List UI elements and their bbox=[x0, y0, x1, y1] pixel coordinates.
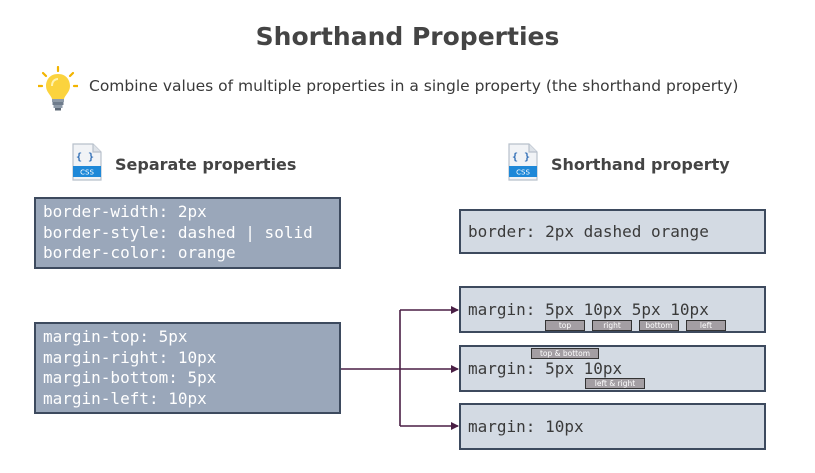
css-braces: { } bbox=[76, 152, 94, 163]
tag-left-and-right: left & right bbox=[585, 378, 645, 389]
tag-right: right bbox=[592, 320, 632, 331]
separate-border-box: border-width: 2px border-style: dashed |… bbox=[34, 197, 341, 269]
separate-heading: Separate properties bbox=[115, 155, 297, 174]
page-title: Shorthand Properties bbox=[255, 22, 560, 51]
css-label: CSS bbox=[516, 169, 530, 177]
margin-one-value-box: margin: 10px bbox=[459, 403, 766, 450]
css-file-icon: { } CSS bbox=[508, 143, 538, 181]
margin-two-values-box: margin: 5px 10px bbox=[459, 345, 766, 392]
tag-left: left bbox=[686, 320, 726, 331]
separate-margin-box: margin-top: 5px margin-right: 10px margi… bbox=[34, 322, 341, 414]
css-label: CSS bbox=[80, 169, 94, 177]
tag-bottom: bottom bbox=[639, 320, 679, 331]
tag-top: top bbox=[545, 320, 585, 331]
css-braces: { } bbox=[512, 152, 530, 163]
border-shorthand-box: border: 2px dashed orange bbox=[459, 209, 766, 254]
lightbulb-icon bbox=[38, 66, 78, 111]
css-file-icon: { } CSS bbox=[72, 143, 102, 181]
shorthand-heading: Shorthand property bbox=[551, 155, 730, 174]
tag-top-and-bottom: top & bottom bbox=[531, 348, 599, 359]
subtitle: Combine values of multiple properties in… bbox=[89, 77, 739, 95]
